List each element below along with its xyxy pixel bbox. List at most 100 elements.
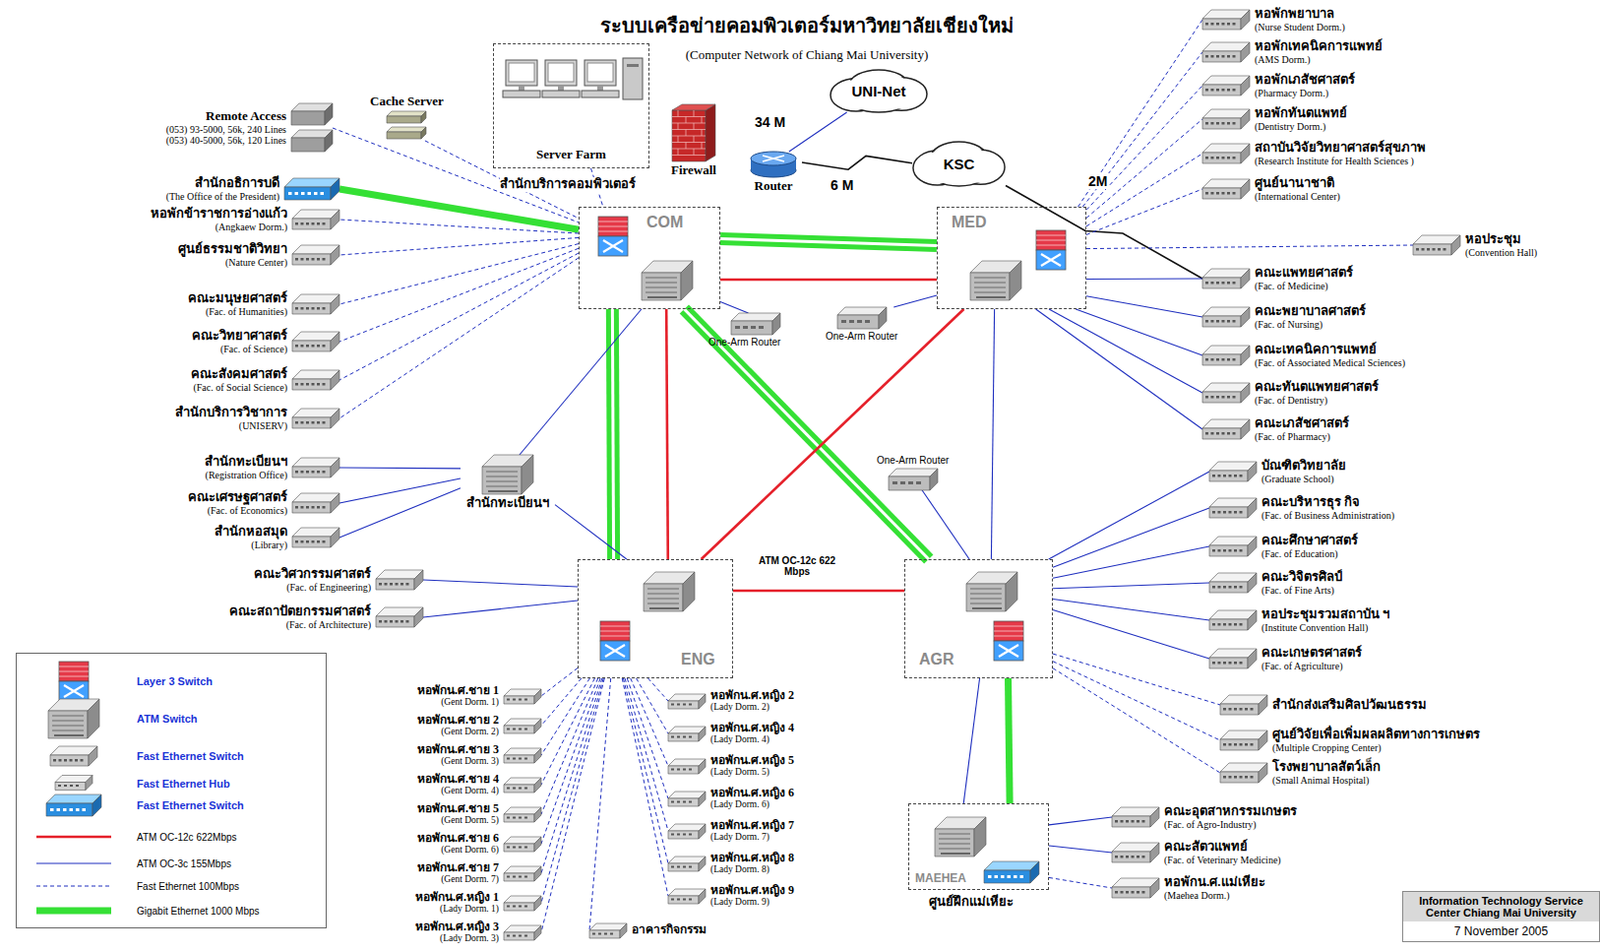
- rect-shape: [626, 63, 639, 67]
- polygon-shape: [1240, 419, 1250, 439]
- rect-shape: [518, 697, 522, 700]
- link-line: [1036, 308, 1203, 430]
- node-label: (The Office of the President): [166, 190, 280, 203]
- line-shape: [993, 625, 1024, 627]
- legend-text: Fast Ethernet Switch: [136, 749, 245, 762]
- rect-shape: [1244, 775, 1248, 779]
- node-label: ศูนย์วิจัยเพื่อเพิ่มผลผลิตทางการเกษตร: [1272, 727, 1480, 742]
- node-label: (Lady Dorm. 5): [710, 766, 795, 777]
- label-stack: โรงพยาบาลสัตว์เล็ก(Small Animal Hospital…: [1272, 759, 1381, 786]
- polygon-shape: [330, 492, 340, 513]
- rect-shape: [518, 815, 522, 818]
- node-label: (Fac. of Social Science): [190, 381, 288, 394]
- line-shape: [600, 625, 630, 627]
- polygon-shape: [386, 111, 427, 117]
- polygon-shape: [1150, 877, 1160, 898]
- rect-shape: [976, 296, 1006, 299]
- rect-shape: [524, 874, 528, 877]
- line-shape: [672, 141, 706, 143]
- rect-shape: [1244, 707, 1248, 711]
- rect-shape: [1227, 55, 1231, 59]
- line-shape: [486, 470, 518, 472]
- rect-shape: [1205, 122, 1209, 125]
- rect-shape: [508, 62, 535, 82]
- polygon-shape: [324, 103, 333, 125]
- rect-shape: [1222, 358, 1226, 362]
- path-shape: [36, 885, 112, 887]
- node-label: MAEHEA: [915, 870, 967, 885]
- line-shape: [938, 842, 971, 844]
- label-stack: หอพักทันตแพทย์(Dentistry Dorm.): [1254, 106, 1348, 132]
- rect-shape: [1229, 510, 1232, 514]
- rect-shape: [512, 845, 516, 848]
- line-shape: [970, 602, 1002, 604]
- rect-shape: [1131, 855, 1135, 859]
- rect-shape: [1211, 122, 1215, 125]
- label-stack: ศูนย์ธรรมชาติวิทยา(Nature Center): [178, 242, 288, 268]
- polygon-shape: [698, 823, 706, 839]
- sw-icon: [1202, 75, 1250, 96]
- rect-shape: [316, 470, 320, 474]
- hub-icon: [503, 688, 542, 704]
- line-shape: [692, 148, 694, 156]
- rect-shape: [301, 470, 305, 474]
- node-label: (Institute Convention Hall): [1261, 621, 1390, 634]
- sw-icon: [1220, 762, 1268, 783]
- polygon-shape: [1202, 187, 1241, 199]
- polygon-shape: [1220, 703, 1259, 715]
- link-line: [1086, 85, 1203, 210]
- network-link: [622, 677, 669, 863]
- network-node: หอประชุมรวมสถาบัน ฯ(Institute Convention…: [1209, 607, 1390, 633]
- polygon-shape: [85, 775, 93, 791]
- rect-shape: [518, 933, 522, 936]
- node-label: (Fac. of Education): [1261, 548, 1358, 560]
- label-stack: คณะมนุษยศาสตร์(Fac. of Humanities): [187, 291, 288, 317]
- label-stack: สำนักทะเบียนฯ(Registration Office): [204, 454, 288, 481]
- node-label: Cache Server: [369, 94, 444, 110]
- rect-shape: [307, 191, 312, 195]
- node-label: (Gent Dorm. 6): [417, 844, 499, 855]
- polygon-shape: [503, 931, 535, 940]
- rect-shape: [750, 325, 756, 329]
- legend-text: ATM OC-3c 155Mbps: [136, 858, 232, 869]
- rect-shape: [295, 540, 299, 544]
- line-shape: [486, 480, 518, 482]
- node-label: (Gent Dorm. 7): [417, 873, 499, 884]
- rect-shape: [57, 807, 62, 811]
- legend-line: [34, 878, 114, 893]
- polygon-shape: [1111, 851, 1151, 862]
- polygon-shape: [1247, 572, 1257, 593]
- rect-shape: [295, 191, 300, 195]
- ellipse-shape: [750, 151, 797, 166]
- polygon-shape: [680, 260, 693, 301]
- legend-sample: [24, 856, 124, 870]
- network-node: คณะทันตแพทยศาสตร์(Fac. of Dentistry): [1202, 379, 1379, 406]
- network-link: [541, 677, 590, 755]
- node-label: (Fac. of Associated Medical Sciences): [1254, 357, 1406, 370]
- label-stack: หอพักน.ศ.หญิง 7(Lady Dorm. 7): [710, 818, 795, 843]
- legend-line: [34, 903, 114, 918]
- network-link: [339, 247, 579, 342]
- rect-shape: [688, 735, 692, 738]
- rect-shape: [676, 864, 680, 867]
- link-gap: [683, 308, 928, 559]
- node-label: (Maehea Dorm.): [1164, 889, 1266, 902]
- polygon-shape: [974, 816, 986, 857]
- rect-shape: [649, 607, 679, 610]
- link-line: [1052, 653, 1221, 705]
- polygon-shape: [482, 466, 522, 494]
- polygon-shape: [1209, 618, 1248, 630]
- rect-shape: [1222, 22, 1226, 26]
- note-label: สำนักบริการคอมพิวเตอร์: [499, 177, 636, 192]
- network-link: [332, 127, 579, 223]
- rect-shape: [1211, 431, 1215, 435]
- rect-shape: [384, 619, 388, 623]
- rect-shape: [900, 481, 906, 485]
- path-shape: [603, 240, 623, 252]
- legend-line: [34, 856, 114, 870]
- polygon-shape: [1247, 536, 1257, 556]
- rect-shape: [1142, 819, 1146, 823]
- legend-text: Fast Ethernet 100Mbps: [136, 880, 240, 892]
- rect-shape: [598, 931, 602, 934]
